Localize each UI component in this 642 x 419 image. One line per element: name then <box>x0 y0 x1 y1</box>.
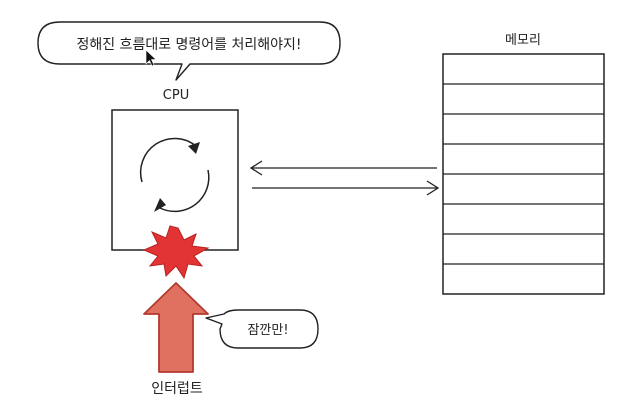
cycle-arc-top <box>139 137 197 183</box>
cpu-speech-bubble-shape <box>37 21 341 81</box>
cycle-arrowhead-top <box>188 142 200 154</box>
interrupt-speech-text: 잠깐만! <box>247 323 288 338</box>
interrupt-speech-bubble-shape <box>205 309 319 349</box>
interrupt-label: 인터럽트 <box>151 381 203 397</box>
mouse-cursor-icon <box>145 49 157 67</box>
cpu-label: CPU <box>163 88 189 103</box>
cpu-speech-text: 정해진 흐름대로 명령어를 처리해야지! <box>76 37 301 53</box>
memory-label: 메모리 <box>505 33 541 48</box>
cpu-speech-bubble: 정해진 흐름대로 명령어를 처리해야지! <box>37 21 341 81</box>
cycle-arc-bottom <box>159 169 210 213</box>
cpu-to-memory-arrow <box>252 180 440 196</box>
memory-cells <box>443 83 604 265</box>
cpu-box <box>111 109 239 251</box>
interrupt-speech-bubble: 잠깐만! <box>205 309 319 349</box>
cpu-cycle-icon <box>139 137 210 213</box>
cycle-arrowhead-bottom <box>154 198 166 212</box>
memory-to-cpu-arrow <box>249 160 437 176</box>
interrupt-arrow <box>143 282 209 373</box>
interrupt-burst-icon <box>142 225 210 280</box>
